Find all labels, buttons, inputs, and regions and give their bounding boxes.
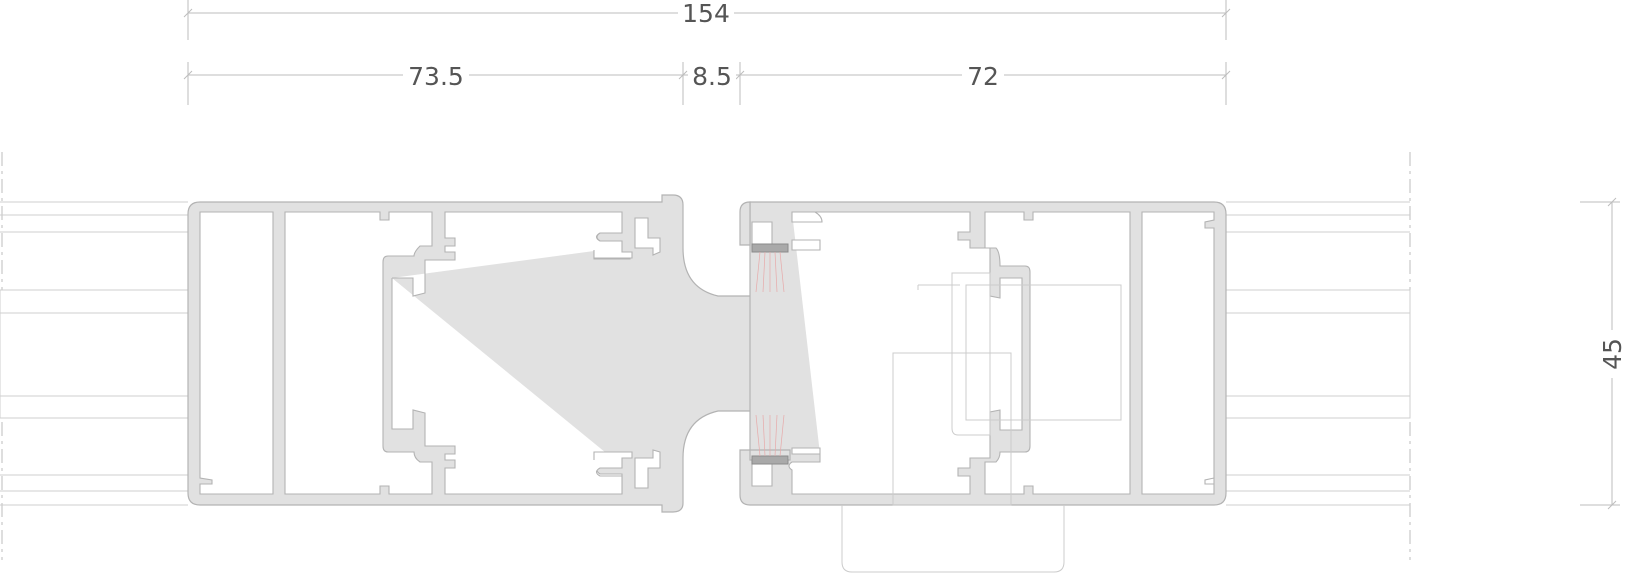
- bottom-gasket: [751, 455, 789, 465]
- depth-dimension-label: 45: [1598, 338, 1625, 370]
- depth-dimension: 45: [1580, 197, 1625, 510]
- gap-dimension-label: 8.5: [692, 62, 732, 91]
- left-sash-dimension-label: 73.5: [408, 62, 464, 91]
- left-sash-profile: [187, 194, 806, 513]
- overall-dimension: 154: [183, 0, 1231, 40]
- top-gasket: [751, 243, 789, 253]
- right-sash-dimension-label: 72: [967, 62, 999, 91]
- brush-seals: [755, 251, 785, 457]
- hardware-outline: [841, 272, 1122, 573]
- segment-dimensions: 73.5 8.5 72: [183, 62, 1231, 105]
- overall-dimension-label: 154: [682, 0, 730, 28]
